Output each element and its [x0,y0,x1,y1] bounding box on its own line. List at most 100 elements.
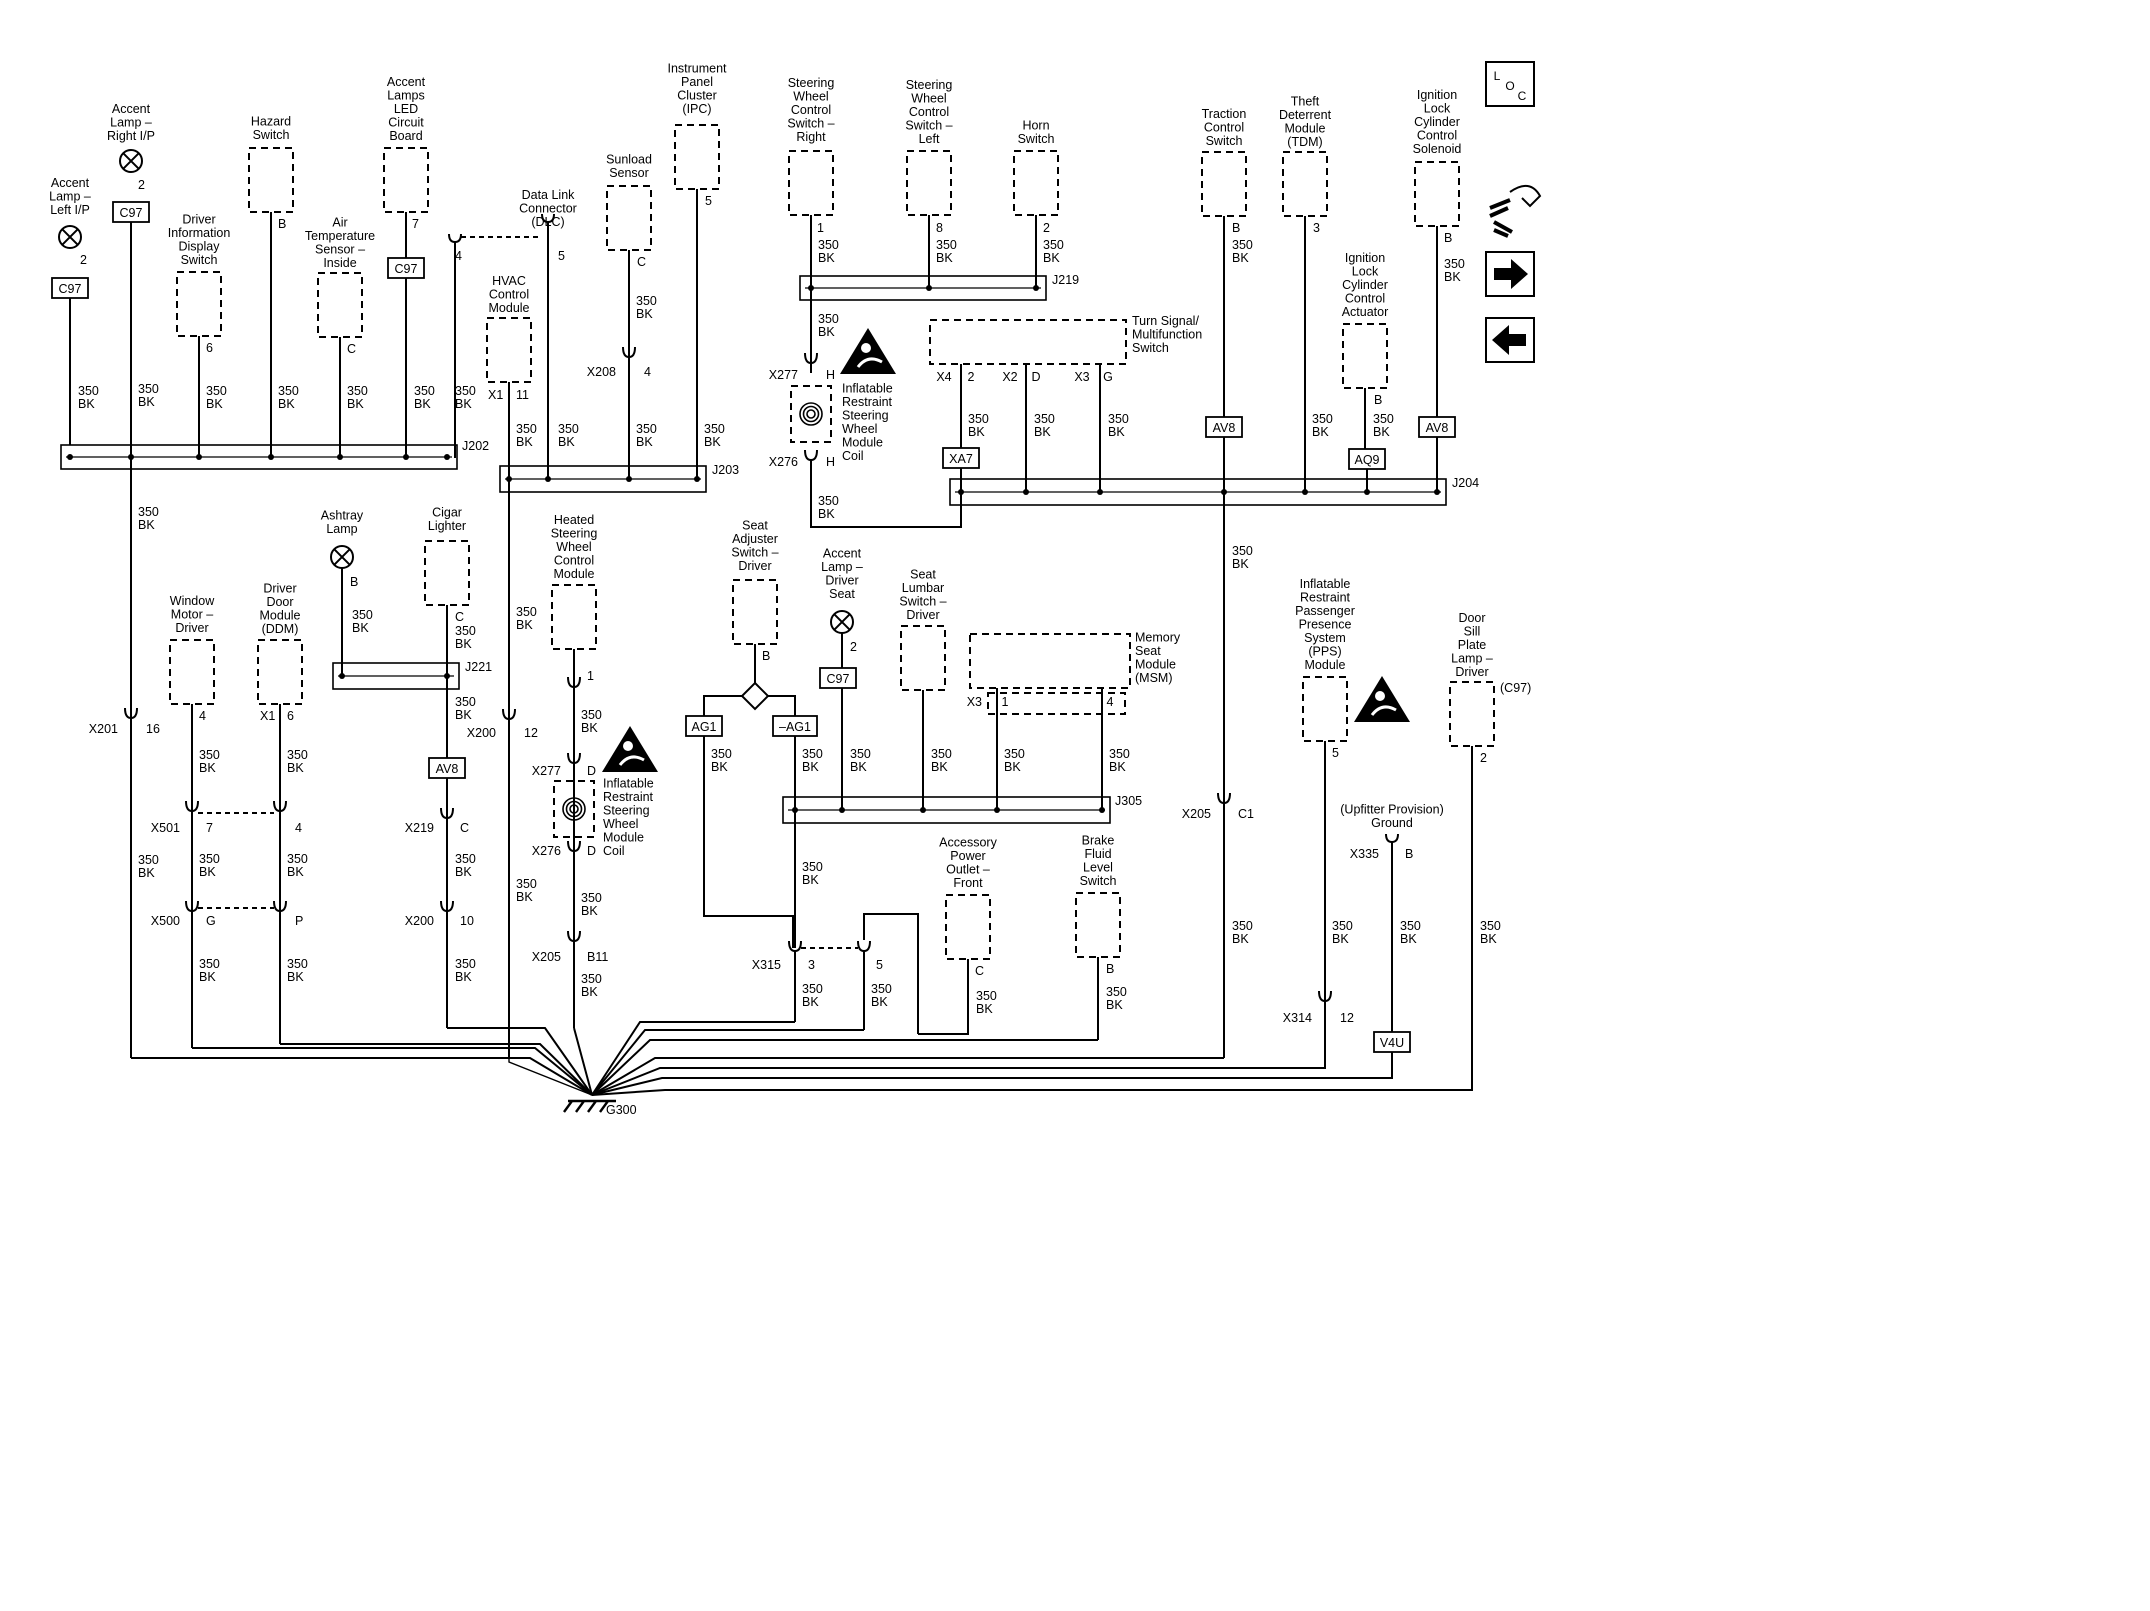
wire-gauge: 350 [138,853,159,867]
wire-color: BK [206,397,223,411]
wire-color: BK [1480,932,1497,946]
splice-dot [1033,285,1039,291]
pin-label: 4 [455,249,462,263]
hvac-module-label: Module [489,301,530,315]
wire-gauge: 350 [818,238,839,252]
window-motor-label: Motor – [171,608,213,622]
tdm-label: (TDM) [1287,135,1322,149]
swc-left-label: Switch – [905,119,952,133]
ground-wire [192,1047,593,1096]
ignition-solenoid-label: Solenoid [1413,142,1462,156]
connector-x277: X277 [769,368,798,382]
door-sill-lamp [1449,681,1495,747]
wire-gauge: 350 [199,957,220,971]
wire-gauge: 350 [1106,985,1127,999]
tdm-label: Theft [1291,95,1320,109]
air-temp-sensor [317,272,363,338]
ignition-actuator-label: Ignition [1345,251,1385,265]
seat-lumbar [900,625,946,691]
ground-wire [447,1027,593,1096]
wire-color: BK [1109,760,1126,774]
wire-color: BK [1373,425,1390,439]
accent-lamp-right-label: Right I/P [107,129,155,143]
turn-signal-switch-label: Turn Signal/ [1132,314,1199,328]
accent-led-board-label: Board [389,129,422,143]
wire-color: BK [278,397,295,411]
wire-gauge: 350 [1400,919,1421,933]
splice-j305 [782,796,1111,824]
wire-gauge: 350 [138,505,159,519]
wire-gauge: 350 [1232,919,1253,933]
splice-dot [958,489,964,495]
upfitter-ground-label: Ground [1371,816,1413,830]
wire-gauge: 350 [636,294,657,308]
wire-gauge: 350 [1332,919,1353,933]
ignition-actuator [1342,323,1388,389]
pin-label: P [295,914,303,928]
wire-gauge: 350 [802,747,823,761]
splice-dot [196,454,202,460]
connector-x200: X200 [405,914,434,928]
wire-gauge: 350 [818,494,839,508]
airbag-warning-icon [856,357,883,368]
splice-label-j204: J204 [1452,476,1479,490]
pin-label: C [347,342,356,356]
ddm-label: Driver [263,582,296,596]
wire-color: BK [199,761,216,775]
pps-module-label: System [1304,631,1346,645]
clockspring-upper [802,405,820,423]
traction-switch [1201,151,1247,217]
splice-label-j203: J203 [712,463,739,477]
tdm [1282,151,1328,217]
pin-label: X3 [967,695,982,709]
cigar-lighter-label: Lighter [428,519,466,533]
splice-label-j219: J219 [1052,273,1079,287]
wire-gauge: 350 [347,384,368,398]
msm-label: Memory [1135,631,1181,645]
connector-v4u: V4U [1380,1036,1404,1050]
wire-color: BK [1232,932,1249,946]
arrow-right-icon [1494,259,1528,289]
heated-sw-module-label: Steering [551,527,598,541]
accent-led-board-label: Circuit [388,116,424,130]
connector-x314: X314 [1283,1011,1312,1025]
wire-color: BK [581,904,598,918]
door-sill-lamp-label: Plate [1458,638,1487,652]
pin-label: C [975,964,984,978]
splice-dot [808,285,814,291]
splice-dot [403,454,409,460]
ipc-label: Cluster [677,89,717,103]
msm-label: Seat [1135,644,1161,658]
wire-gauge: 350 [802,982,823,996]
pin-label: 2 [968,370,975,384]
ignition-solenoid [1414,161,1460,227]
pin-label: 8 [936,221,943,235]
sunload-sensor-label: Sensor [609,166,649,180]
pin-label: 2 [138,178,145,192]
pin-label: C [460,821,469,835]
wire-gauge: 350 [871,982,892,996]
swc-left-label: Wheel [911,92,946,106]
connector-av8: AV8 [1213,421,1236,435]
wire-gauge: 350 [455,957,476,971]
arrow-left-icon [1492,325,1526,355]
pin-label: B [1405,847,1413,861]
pin-label: D [1031,370,1040,384]
power-outlet-label: Power [950,849,985,863]
airbag-warning-icon [1370,705,1397,716]
splice-dot [545,476,551,482]
pin-label: 2 [1480,751,1487,765]
wire-color: BK [1400,932,1417,946]
pps-module-label: Presence [1299,618,1352,632]
splice-j202 [60,444,458,470]
splice-dot [339,673,345,679]
horn-switch-label: Switch [1018,132,1055,146]
connector-ag1-neg: –AG1 [779,720,811,734]
clockspring-lower-label: Inflatable [603,777,654,791]
pin-label: 5 [876,958,883,972]
wire-gauge: 350 [516,422,537,436]
pin-label: B [762,649,770,663]
wire-color: BK [287,761,304,775]
wire-gauge: 350 [278,384,299,398]
